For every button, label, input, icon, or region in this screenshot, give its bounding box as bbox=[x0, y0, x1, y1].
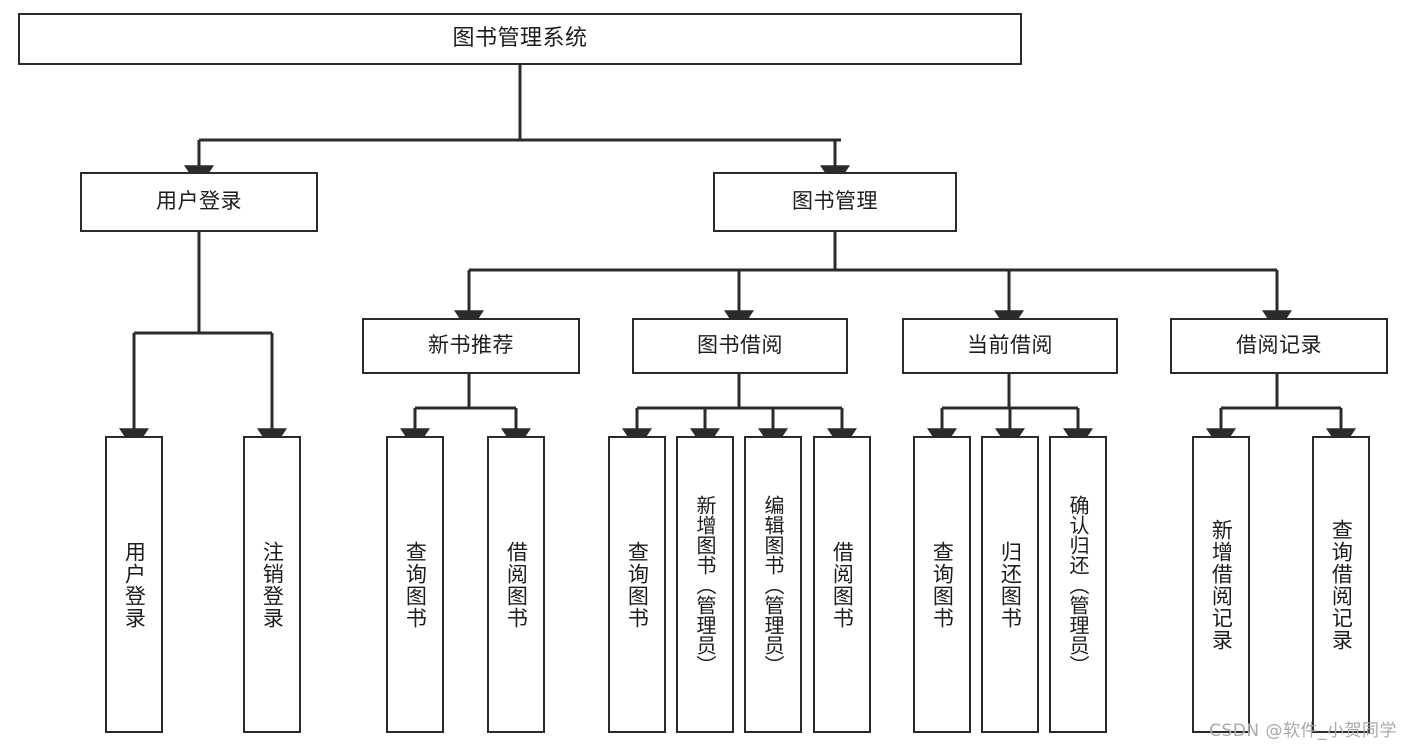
node-leaf-edit-book-label: 编辑图书（管理员） bbox=[761, 494, 785, 675]
node-book-borrow-label: 图书借阅 bbox=[697, 333, 783, 358]
node-leaf-query-book-2[interactable]: 查询图书 bbox=[608, 436, 666, 733]
node-user-login[interactable]: 用户登录 bbox=[80, 172, 318, 232]
node-leaf-query-record[interactable]: 查询借阅记录 bbox=[1312, 436, 1370, 733]
node-current-borrow[interactable]: 当前借阅 bbox=[902, 318, 1118, 374]
node-leaf-add-book[interactable]: 新增图书（管理员） bbox=[676, 436, 734, 733]
watermark-text: CSDN @软件_小贺同学 bbox=[1209, 721, 1397, 741]
node-leaf-logout-label: 注销登录 bbox=[260, 540, 285, 629]
node-leaf-borrow-book-1[interactable]: 借阅图书 bbox=[487, 436, 545, 733]
node-borrow-record[interactable]: 借阅记录 bbox=[1170, 318, 1388, 374]
node-leaf-edit-book[interactable]: 编辑图书（管理员） bbox=[744, 436, 802, 733]
node-leaf-query-book-1[interactable]: 查询图书 bbox=[386, 436, 444, 733]
node-leaf-user-login-label: 用户登录 bbox=[122, 540, 147, 629]
node-leaf-user-login[interactable]: 用户登录 bbox=[105, 436, 163, 733]
node-leaf-query-book-3[interactable]: 查询图书 bbox=[913, 436, 971, 733]
node-user-login-label: 用户登录 bbox=[156, 189, 242, 214]
node-root-label: 图书管理系统 bbox=[452, 25, 588, 51]
node-leaf-add-book-label: 新增图书（管理员） bbox=[693, 494, 717, 675]
node-borrow-record-label: 借阅记录 bbox=[1236, 333, 1322, 358]
node-new-book-recommend-label: 新书推荐 bbox=[428, 333, 514, 358]
node-leaf-borrow-book-1-label: 借阅图书 bbox=[504, 540, 529, 629]
node-leaf-borrow-book-2[interactable]: 借阅图书 bbox=[813, 436, 871, 733]
node-new-book-recommend[interactable]: 新书推荐 bbox=[362, 318, 580, 374]
node-book-manage[interactable]: 图书管理 bbox=[713, 172, 957, 232]
node-root[interactable]: 图书管理系统 bbox=[18, 13, 1022, 65]
node-leaf-query-book-2-label: 查询图书 bbox=[625, 540, 650, 629]
node-current-borrow-label: 当前借阅 bbox=[967, 333, 1053, 358]
node-book-borrow[interactable]: 图书借阅 bbox=[632, 318, 848, 374]
node-leaf-query-record-label: 查询借阅记录 bbox=[1329, 518, 1354, 651]
node-leaf-return-book[interactable]: 归还图书 bbox=[981, 436, 1039, 733]
node-leaf-add-record-label: 新增借阅记录 bbox=[1209, 518, 1234, 651]
node-leaf-logout[interactable]: 注销登录 bbox=[243, 436, 301, 733]
node-leaf-borrow-book-2-label: 借阅图书 bbox=[830, 540, 855, 629]
node-leaf-return-book-label: 归还图书 bbox=[998, 540, 1023, 629]
node-leaf-confirm-return-label: 确认归还（管理员） bbox=[1066, 494, 1090, 675]
node-leaf-confirm-return[interactable]: 确认归还（管理员） bbox=[1049, 436, 1107, 733]
node-leaf-add-record[interactable]: 新增借阅记录 bbox=[1192, 436, 1250, 733]
node-leaf-query-book-3-label: 查询图书 bbox=[930, 540, 955, 629]
node-book-manage-label: 图书管理 bbox=[792, 189, 878, 214]
node-leaf-query-book-1-label: 查询图书 bbox=[403, 540, 428, 629]
